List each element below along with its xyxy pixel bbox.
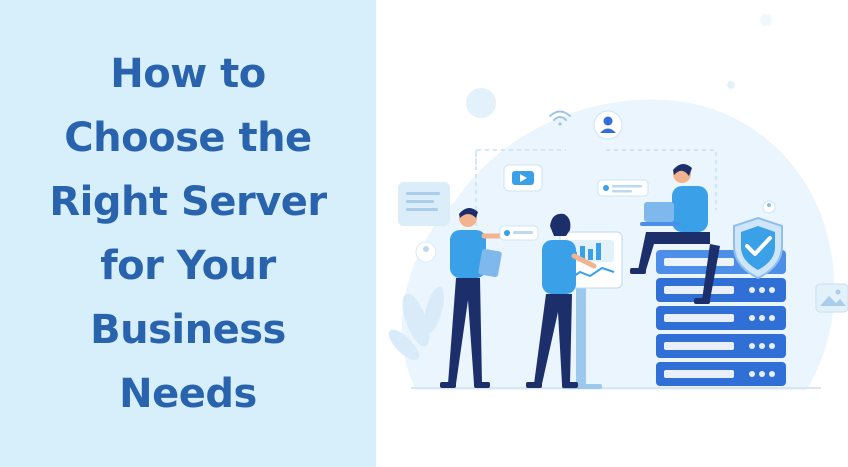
server-illustration (388, 14, 848, 390)
message-card (597, 179, 649, 197)
chat-card (398, 182, 450, 226)
plant-decor (388, 286, 444, 361)
person-at-kiosk (526, 213, 597, 388)
headline-line-2: Choose the (64, 114, 312, 161)
user-icon (593, 110, 623, 140)
person-with-laptop (630, 163, 720, 304)
laptop-icon (640, 202, 680, 226)
headline: How to Choose the Right Server for Your … (18, 42, 358, 426)
play-icon (503, 164, 543, 192)
deco-dot (727, 81, 735, 89)
server-stack (656, 250, 786, 386)
image-icon (815, 283, 848, 313)
headline-panel: How to Choose the Right Server for Your … (0, 0, 376, 467)
headline-line-6: Needs (119, 370, 257, 417)
small-user-icon (762, 200, 776, 214)
deco-circle (466, 88, 496, 118)
headline-line-5: Business (90, 306, 286, 353)
headline-line-1: How to (110, 50, 266, 97)
deco-dot (760, 14, 772, 26)
person-with-tablet (440, 207, 539, 388)
wifi-icon (549, 110, 571, 126)
headline-line-3: Right Server (49, 178, 327, 225)
shield-check-icon (733, 216, 783, 280)
avatar-icon (415, 241, 437, 263)
headline-line-4: for Your (100, 242, 276, 289)
